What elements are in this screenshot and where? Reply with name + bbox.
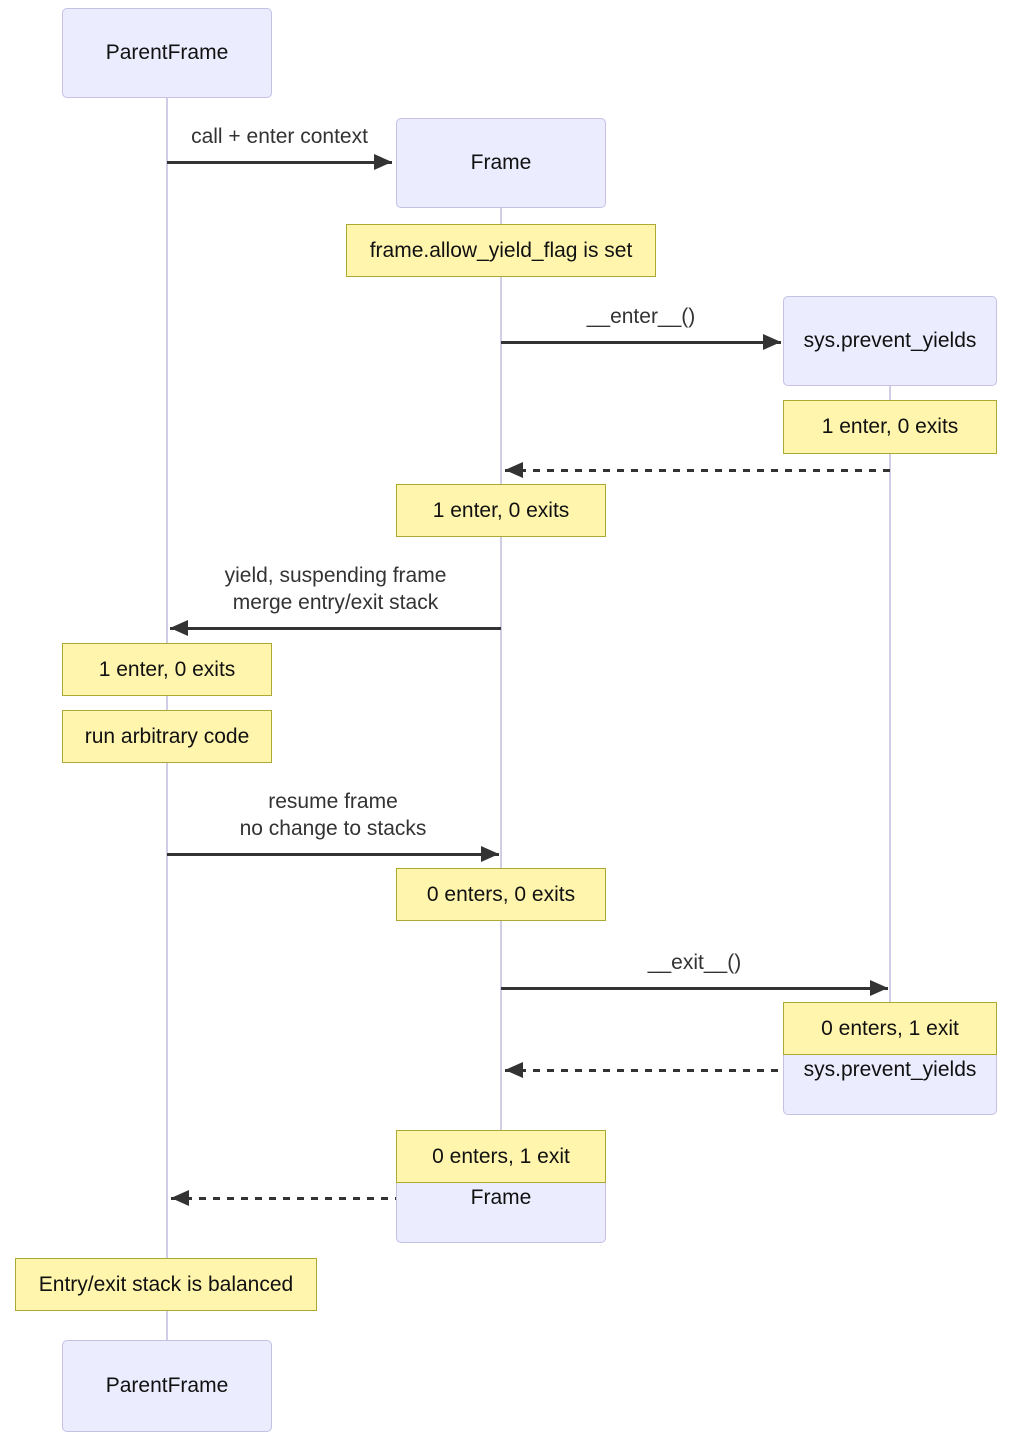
message-line-6 — [505, 1069, 783, 1072]
message-label-line1: call + enter context — [191, 125, 368, 148]
message-arrowhead-2 — [505, 462, 523, 478]
message-label-5: __exit__() — [648, 949, 741, 976]
note-6: 0 enters, 1 exit — [783, 1002, 997, 1055]
note-1: 1 enter, 0 exits — [783, 400, 997, 454]
message-line-0 — [167, 161, 392, 164]
message-line-5 — [501, 987, 888, 990]
note-4: run arbitrary code — [62, 710, 272, 763]
message-label-line1: __exit__() — [647, 951, 742, 974]
note-8: Entry/exit stack is balanced — [15, 1258, 317, 1311]
actor-top-box-sys-prevent-yields: sys.prevent_yields — [783, 296, 997, 386]
message-line-4 — [167, 853, 499, 856]
note-7: 0 enters, 1 exit — [396, 1130, 606, 1183]
message-label-3: yield, suspending frame merge entry/exit … — [225, 562, 447, 616]
message-label-1: __enter__() — [587, 303, 696, 330]
message-line-7 — [171, 1197, 396, 1200]
message-arrowhead-6 — [505, 1062, 523, 1078]
actor-bottom-box-parentframe: ParentFrame — [62, 1340, 272, 1432]
actor-top-box-parentframe: ParentFrame — [62, 8, 272, 98]
actor-top-box-frame: Frame — [396, 118, 606, 208]
message-line-3 — [170, 627, 501, 630]
message-label-line1: __enter__() — [586, 305, 696, 328]
note-0: frame.allow_yield_flag is set — [346, 224, 656, 277]
message-label-0: call + enter context — [191, 123, 368, 150]
note-3: 1 enter, 0 exits — [62, 643, 272, 696]
message-arrowhead-0 — [374, 154, 392, 170]
message-label-line2: merge entry/exit stack — [232, 591, 439, 614]
note-2: 1 enter, 0 exits — [396, 484, 606, 537]
message-arrowhead-1 — [763, 334, 781, 350]
lifeline-sys-prevent-yields — [889, 386, 891, 1025]
message-arrowhead-5 — [870, 980, 888, 996]
note-5: 0 enters, 0 exits — [396, 868, 606, 921]
message-line-2 — [505, 469, 890, 472]
lifeline-frame — [500, 208, 502, 1153]
message-arrowhead-7 — [171, 1190, 189, 1206]
message-line-1 — [501, 341, 781, 344]
message-label-line2: no change to stacks — [239, 817, 427, 840]
message-arrowhead-4 — [481, 846, 499, 862]
message-label-line1: resume frame — [268, 790, 398, 813]
message-label-line1: yield, suspending frame — [224, 564, 447, 587]
message-arrowhead-3 — [170, 620, 188, 636]
message-label-4: resume frame no change to stacks — [240, 788, 427, 842]
